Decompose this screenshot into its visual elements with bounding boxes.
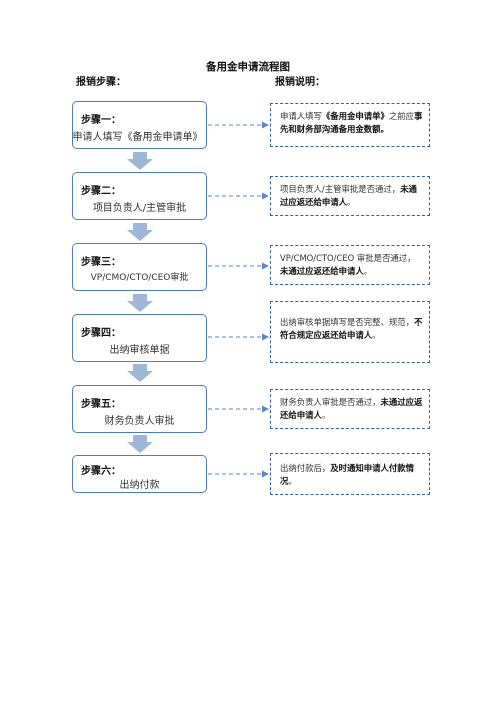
step-description: 项目负责人/主管审批 [92, 203, 187, 214]
notes-heading: 报销说明： [275, 77, 325, 88]
note-box-3: VP/CMO/CTO/CEO 审批是否通过， 未通过应返还给申请人。 [270, 245, 430, 285]
step-box-4: 步骤四： 出纳审核单据 [72, 314, 207, 362]
step-label: 步骤六： [81, 466, 121, 477]
note-text: 项目负责人/主管审批是否通过， [280, 184, 401, 194]
page-title: 备用金申请流程图 [206, 61, 290, 73]
step-box-6: 步骤六： 出纳付款 [72, 455, 207, 493]
note-box-6: 出纳付款后，及时通知申请人付款情况。 [270, 453, 430, 495]
note-text: 。 [372, 330, 381, 340]
note-box-1: 申请人填写《备用金申请单》之前应事先和财务部沟通备用金数额。 [270, 103, 430, 147]
step-description: 申请人填写《备用金申请单》 [72, 132, 203, 143]
note-text: 。 [363, 266, 373, 276]
step-box-2: 步骤二： 项目负责人/主管审批 [72, 172, 207, 220]
note-text: 之前应 [388, 111, 414, 121]
step-box-3: 步骤三： VP/CMO/CTO/CEO审批 [72, 243, 207, 291]
step-label: 步骤五： [81, 399, 121, 410]
flow-arrow-2 [127, 223, 153, 241]
step-label: 步骤二： [81, 186, 121, 197]
note-emphasis: 《备用金申请单》 [321, 111, 389, 121]
flow-arrow-5 [127, 435, 153, 453]
note-emphasis: 事先和财务部沟通备用金数额。 [280, 111, 423, 134]
note-text: 。 [321, 410, 331, 420]
step-description: VP/CMO/CTO/CEO审批 [90, 273, 189, 283]
note-emphasis: 未通过应返还给申请人 [280, 266, 364, 276]
note-box-5: 财务负责人审批是否通过，未通过应返还给申请人。 [270, 389, 430, 429]
note-text: 。 [288, 476, 297, 486]
note-emphasis: 未通过应返还给申请人 [280, 397, 423, 420]
note-emphasis: 不符合规定应返还给申请人 [280, 317, 423, 340]
step-description: 财务负责人审批 [104, 416, 175, 427]
flow-arrow-1 [127, 152, 153, 170]
note-box-2: 项目负责人/主管审批是否通过，未通过应返还给申请人。 [270, 176, 430, 216]
steps-heading: 报销步骤： [76, 77, 126, 88]
note-text: 出纳付款后， [280, 463, 331, 473]
note-text: 。 [347, 197, 356, 207]
step-box-5: 步骤五： 财务负责人审批 [72, 385, 207, 433]
step-label: 步骤三： [81, 257, 121, 268]
note-emphasis: 及时通知申请人付款情况 [280, 463, 414, 486]
note-text: VP/CMO/CTO/CEO 审批是否通过， [280, 253, 416, 263]
step-box-1: 步骤一： 申请人填写《备用金申请单》 [72, 101, 207, 149]
flow-arrow-4 [127, 364, 153, 382]
step-description: 出纳付款 [119, 480, 160, 491]
step-description: 出纳审核单据 [109, 345, 170, 356]
note-emphasis: 未通过应返还给申请人 [280, 184, 417, 207]
note-text: 申请人填写 [280, 111, 322, 121]
flow-arrow-3 [127, 294, 153, 312]
note-box-4: 出纳审核单据填写是否完整、规范，不符合规定应返还给申请人。 [270, 301, 430, 363]
step-label: 步骤一： [81, 115, 121, 126]
step-label: 步骤四： [81, 328, 121, 339]
note-text: 出纳审核单据填写是否完整、规范， [280, 317, 414, 327]
note-text: 财务负责人审批是否通过， [280, 397, 381, 407]
